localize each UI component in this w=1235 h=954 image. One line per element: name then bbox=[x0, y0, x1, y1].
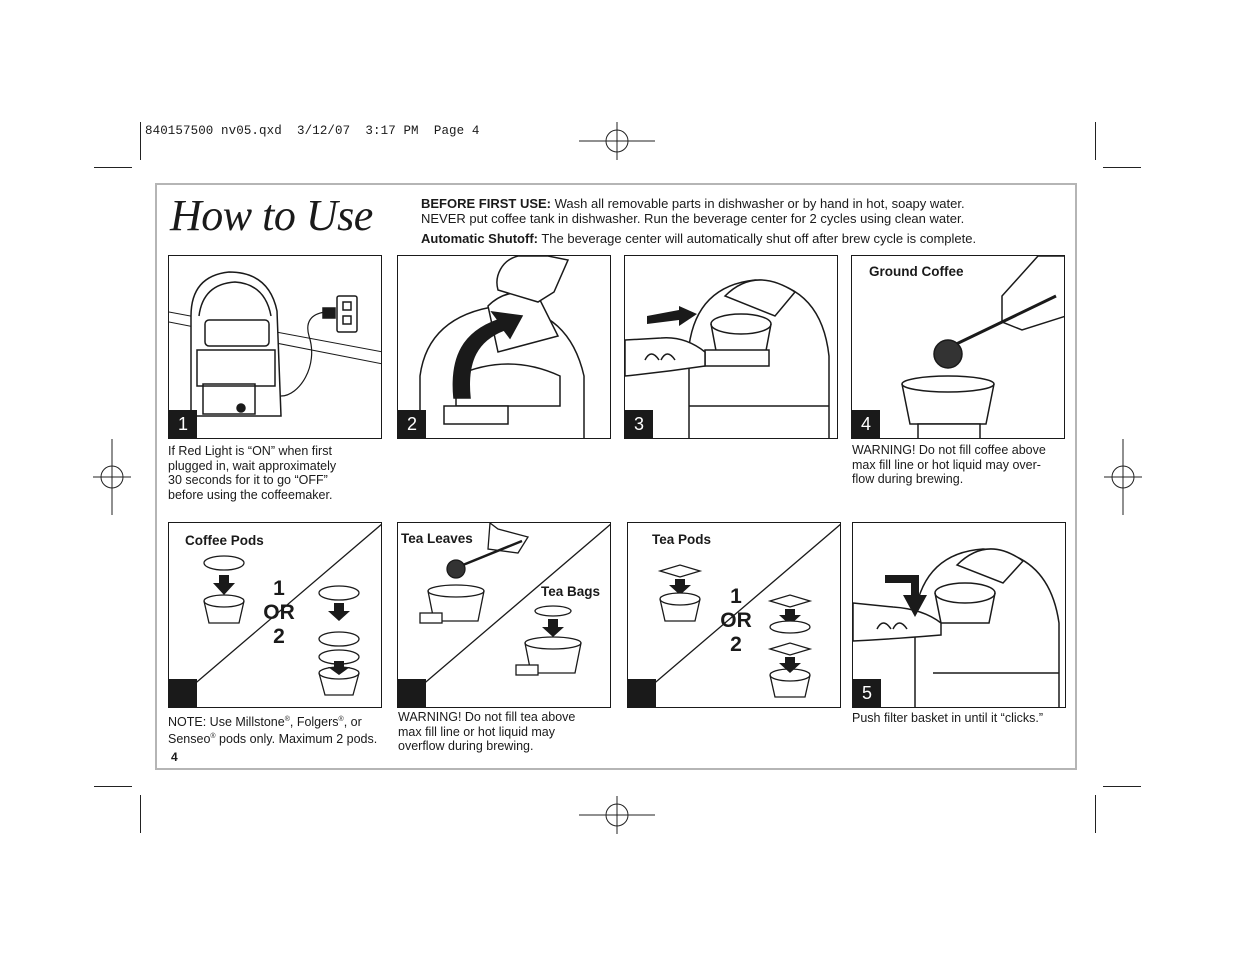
tea-leaves-caption: WARNING! Do not fill tea above max fill … bbox=[398, 710, 576, 753]
step-4-panel: Ground Coffee 4 bbox=[851, 255, 1065, 439]
automatic-shutoff-note: Automatic Shutoff: The beverage center w… bbox=[421, 231, 977, 246]
add-ground-coffee-illustration bbox=[901, 256, 1064, 438]
step-number-2: 2 bbox=[398, 410, 426, 438]
tea-leaves-step-marker bbox=[398, 679, 426, 707]
file-slug-line: 840157500 nv05.qxd 3/12/07 3:17 PM Page … bbox=[145, 124, 480, 138]
page-number: 4 bbox=[171, 750, 178, 764]
tea-illustration bbox=[419, 523, 610, 688]
tea-bags-label: Tea Bags bbox=[541, 584, 601, 599]
open-lid-illustration bbox=[419, 256, 585, 438]
remove-basket-illustration bbox=[625, 279, 830, 438]
content-frame bbox=[155, 183, 1077, 770]
step-number-3: 3 bbox=[625, 410, 653, 438]
coffee-pods-label: Coffee Pods bbox=[185, 533, 264, 548]
coffee-pods-step-marker bbox=[169, 679, 197, 707]
tea-pods-label: Tea Pods bbox=[652, 532, 712, 547]
ground-coffee-label: Ground Coffee bbox=[869, 264, 964, 279]
tea-pods-step-marker bbox=[628, 679, 656, 707]
step-number-5: 5 bbox=[853, 679, 881, 707]
before-first-use-line1: BEFORE FIRST USE: Wash all removable par… bbox=[421, 196, 965, 211]
tea-pods-choice: 1 OR 2 bbox=[720, 585, 752, 656]
page-title: How to Use bbox=[170, 191, 373, 240]
step-4-caption: WARNING! Do not fill coffee above max fi… bbox=[852, 443, 1046, 486]
step-number-4: 4 bbox=[852, 410, 880, 438]
coffee-pods-illustration bbox=[190, 523, 381, 696]
coffee-pods-panel: Coffee Pods 1 OR 2 bbox=[168, 522, 382, 708]
tea-leaves-label: Tea Leaves bbox=[401, 531, 473, 546]
step-number-1: 1 bbox=[169, 410, 197, 438]
step-2-panel: 2 bbox=[397, 255, 611, 439]
step-1-caption: If Red Light is “ON” when first plugged … bbox=[168, 444, 337, 502]
tea-pods-panel: Tea Pods 1 OR 2 bbox=[627, 522, 841, 708]
tea-pods-illustration bbox=[649, 523, 840, 698]
insert-basket-illustration bbox=[853, 548, 1060, 707]
step-1-panel: 1 bbox=[168, 255, 382, 439]
step-5-caption: Push filter basket in until it “clicks.” bbox=[852, 711, 1044, 725]
coffee-pods-choice: 1 OR 2 bbox=[263, 577, 295, 648]
tea-leaves-panel: Tea Leaves Tea Bags bbox=[397, 522, 611, 708]
plug-in-illustration bbox=[169, 271, 381, 417]
step-5-panel: 5 bbox=[852, 522, 1066, 708]
step-3-panel: 3 bbox=[624, 255, 838, 439]
before-first-use-line2: NEVER put coffee tank in dishwasher. Run… bbox=[421, 211, 965, 226]
coffee-pods-caption: NOTE: Use Millstone®, Folgers®, or Sense… bbox=[168, 715, 378, 746]
